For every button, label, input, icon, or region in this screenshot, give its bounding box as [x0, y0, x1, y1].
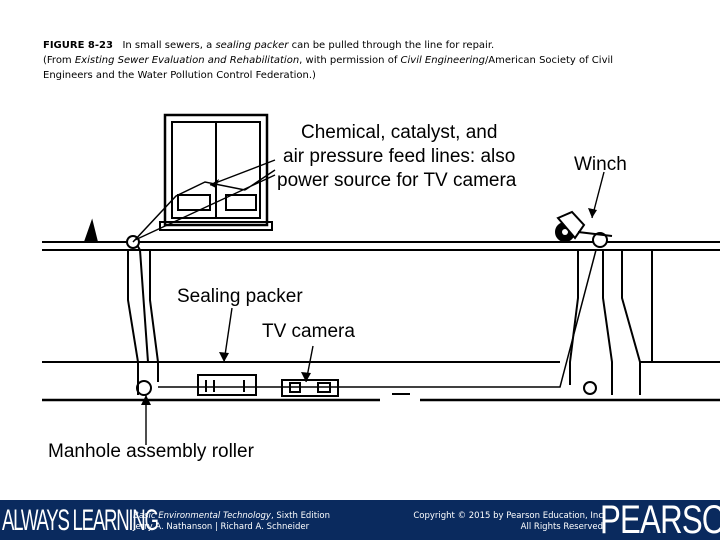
book-info: Basic Environmental Technology, Sixth Ed… [133, 511, 330, 533]
pearson-logo: PEARSON [600, 498, 720, 542]
sealing-packer-shape [197, 374, 257, 396]
caption-source-a: (From [43, 55, 75, 66]
label-sealing-packer: Sealing packer [177, 286, 303, 307]
winch-assembly [555, 210, 613, 242]
tv-camera-shape [281, 379, 339, 397]
right-manhole-wall-1 [569, 250, 579, 385]
book-authors: Jerry A. Nathanson | Richard A. Schneide… [133, 522, 310, 532]
label-manhole-roller: Manhole assembly roller [48, 441, 255, 462]
footer-bar: ALWAYS LEARNING Basic Environmental Tech… [0, 500, 720, 540]
street-surface [42, 241, 720, 251]
book-title: Basic Environmental Technology [133, 511, 271, 521]
label-feed-line-2: air pressure feed lines: also [283, 146, 515, 167]
footer-ribbon [0, 500, 720, 540]
caption-source-e: /American Society of Civil [484, 55, 614, 66]
winch-arrowhead [588, 208, 597, 218]
left-manhole-wall-2 [149, 250, 159, 382]
packer-arrowhead [219, 352, 229, 362]
copyright-notice: Copyright © 2015 by Pearson Education, I… [395, 511, 603, 533]
feed-cable [132, 181, 246, 243]
label-tv-camera: TV camera [262, 321, 355, 342]
caption-text-a: In small sewers, a [122, 40, 216, 51]
right-manhole-roller [583, 381, 597, 395]
roller-arrowhead [141, 395, 151, 405]
copyright-line-1: Copyright © 2015 by Pearson Education, I… [413, 511, 603, 521]
feed-leader [134, 159, 276, 241]
right-manhole-wall-3 [621, 250, 641, 395]
figure-number: FIGURE 8-23 [43, 40, 113, 51]
caption-source-b: Existing Sewer Evaluation and Rehabilita… [74, 55, 300, 66]
truck-body [163, 113, 269, 227]
label-feed-line-1: Chemical, catalyst, and [301, 122, 497, 143]
truck-bumper [159, 221, 273, 231]
caption-text-b: sealing packer [215, 40, 289, 51]
always-learning-logo: ALWAYS LEARNING [2, 504, 159, 537]
sewer-repair-diagram: Chemical, catalyst, and air pressure fee… [42, 113, 720, 462]
left-manhole-roller [136, 380, 152, 396]
pull-cable [158, 249, 597, 388]
label-winch: Winch [574, 154, 627, 175]
book-edition: , Sixth Edition [270, 511, 330, 521]
traffic-cone [83, 218, 99, 243]
right-manhole-wall-2 [602, 250, 613, 395]
camera-arrowhead [301, 372, 311, 382]
truck-equipment [177, 194, 257, 211]
caption-source-d: Civil Engineering [400, 55, 485, 66]
label-feed-line-3: power source for TV camera [277, 170, 517, 191]
caption-source-line3: Engineers and the Water Pollution Contro… [43, 70, 316, 81]
top-roller-right [592, 232, 608, 248]
left-manhole-wall-1 [127, 250, 139, 395]
copyright-line-2: All Rights Reserved [520, 522, 603, 532]
caption-source-c: , with permission of [299, 55, 401, 66]
caption-text-c: can be pulled through the line for repai… [288, 40, 495, 51]
truck-panels [171, 121, 261, 219]
figure-caption: FIGURE 8-23 In small sewers, a sealing p… [43, 38, 683, 83]
feed-arrowhead [210, 179, 219, 188]
